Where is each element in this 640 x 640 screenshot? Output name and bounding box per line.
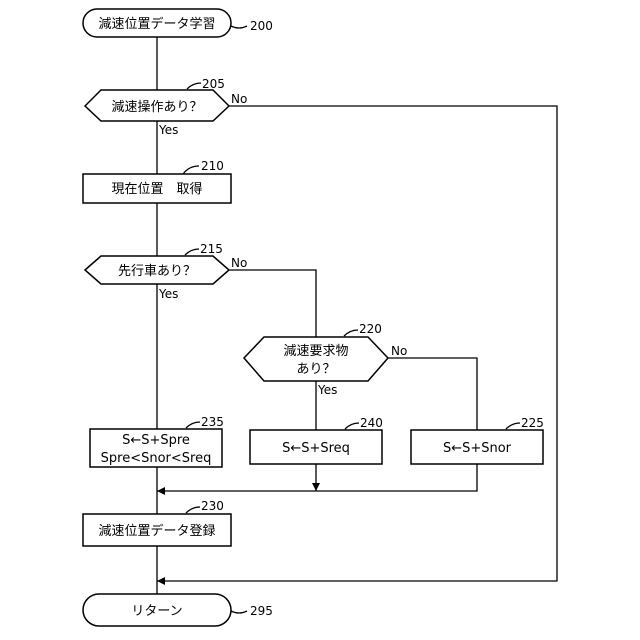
ref-leader-235 (186, 422, 200, 428)
process-235-line1: S←S+Spre (122, 433, 190, 448)
arrowhead-no-205 (157, 577, 165, 585)
ref-235: 235 (201, 415, 224, 429)
ref-leader-215 (185, 249, 199, 255)
ref-205: 205 (202, 77, 225, 91)
start-label: 減速位置データ学習 (98, 16, 215, 32)
decision-205-label: 減速操作あり？ (111, 99, 202, 115)
decision-215-no: No (231, 256, 247, 270)
ref-215: 215 (200, 242, 223, 256)
ref-240: 240 (360, 416, 383, 430)
decision-220-no: No (391, 344, 407, 358)
decision-220-label-line2: あり？ (296, 362, 335, 377)
decision-220-label-line1: 減速要求物 (283, 343, 348, 359)
ref-leader-225 (506, 423, 520, 429)
process-240-label: S←S+Sreq (282, 441, 350, 456)
ref-leader-240 (345, 423, 359, 429)
ref-220: 220 (359, 322, 382, 336)
ref-200: 200 (250, 19, 273, 33)
arrowhead-merge-240 (312, 483, 320, 491)
ref-leader-210 (183, 166, 199, 174)
decision-215-label: 先行車あり？ (118, 264, 196, 279)
ref-leader-295 (231, 611, 247, 613)
ref-295: 295 (250, 604, 273, 618)
connector-215-no (229, 270, 316, 337)
ref-210: 210 (201, 159, 224, 173)
process-235-line2: Spre<Snor<Sreq (101, 451, 212, 466)
process-210-label: 現在位置 取得 (111, 181, 202, 197)
end-label: リターン (131, 604, 182, 619)
ref-225: 225 (521, 416, 544, 430)
decision-205-yes: Yes (158, 123, 178, 137)
ref-230: 230 (201, 499, 224, 513)
arrowhead-merge-main (157, 487, 165, 495)
process-230-label: 減速位置データ登録 (98, 523, 215, 539)
decision-205-no: No (231, 92, 247, 106)
decision-215-yes: Yes (158, 287, 178, 301)
ref-leader-200 (231, 26, 247, 28)
ref-leader-220 (344, 330, 358, 336)
connector-220-no (388, 358, 477, 430)
process-225-label: S←S+Snor (443, 441, 512, 456)
ref-leader-205 (187, 83, 201, 89)
ref-leader-230 (186, 507, 200, 513)
decision-220-yes: Yes (317, 383, 337, 397)
